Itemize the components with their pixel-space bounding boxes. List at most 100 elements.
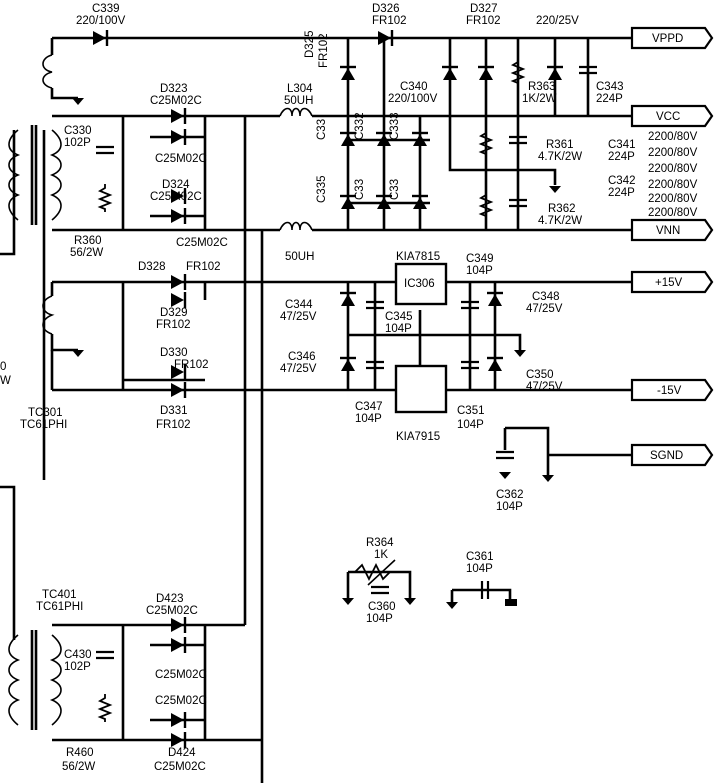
label-50uh: 50UH: [285, 251, 314, 263]
label-edge-0: 0: [0, 361, 6, 373]
label-edge-w: W: [0, 375, 11, 387]
label-r364-value: 1K: [374, 549, 388, 561]
ic306-box: [394, 262, 448, 306]
label-c330-value: 102P: [64, 137, 91, 149]
label-2200-80v-2: 2200/80V: [648, 147, 698, 159]
label-d328: D328: [138, 261, 166, 273]
inductor-l304: [279, 107, 313, 117]
label-d328-type: FR102: [186, 261, 221, 273]
grounds: [72, 98, 561, 609]
label-c347: C347: [355, 401, 383, 413]
label-kia7815: KIA7815: [396, 251, 440, 263]
label-c350: C350: [526, 369, 554, 381]
label-c362-value: 104P: [496, 501, 523, 513]
label-c361: C361: [466, 551, 494, 563]
label-c342-value: 224P: [608, 187, 635, 199]
label-d326: D326: [372, 3, 400, 15]
label-r363: R363: [528, 81, 556, 93]
label-r460-value: 56/2W: [62, 761, 95, 773]
label-c346-value: 47/25V: [280, 363, 317, 375]
label-c348-value: 47/25V: [526, 303, 563, 315]
label-c361-value: 104P: [466, 563, 493, 575]
label-c360-value: 104P: [366, 613, 393, 625]
label-c362: C362: [496, 489, 524, 501]
transformer-tc301: [8, 125, 62, 225]
label-c349-value: 104P: [466, 265, 493, 277]
label-c33a: C33: [316, 119, 328, 140]
label-c25m02c-c: C25M02C: [155, 669, 207, 681]
label-d331: D331: [160, 405, 188, 417]
label-r363-value: 1K/2W: [522, 93, 557, 105]
label-220-25v: 220/25V: [536, 15, 579, 27]
label-c344-value: 47/25V: [280, 311, 317, 323]
port-sgnd: SGND: [650, 450, 683, 462]
label-r364: R364: [366, 537, 394, 549]
label-tc401: TC401: [42, 589, 77, 601]
label-c339-value: 220/100V: [76, 15, 126, 27]
label-c33b: C33: [354, 179, 366, 200]
label-c348: C348: [532, 291, 560, 303]
label-2200-80v-6: 2200/80V: [648, 207, 698, 219]
label-c347-value: 104P: [355, 413, 382, 425]
label-2200-80v-5: 2200/80V: [648, 193, 698, 205]
label-d325-type: FR102: [318, 33, 330, 68]
label-c340: C340: [400, 81, 428, 93]
resistors: [99, 57, 524, 723]
label-c341: C341: [608, 139, 636, 151]
label-r360-value: 56/2W: [70, 247, 103, 259]
label-r361: R361: [546, 139, 574, 151]
port-vcc: VCC: [656, 111, 680, 123]
label-d323-type: C25M02C: [150, 95, 202, 107]
label-l304-value: 50UH: [284, 95, 313, 107]
label-c339: C339: [92, 3, 120, 15]
label-c330: C330: [64, 125, 92, 137]
label-d330-type: FR102: [174, 359, 209, 371]
label-r361-value: 4.7K/2W: [538, 151, 582, 163]
label-c430: C430: [64, 649, 92, 661]
label-d330: D330: [160, 347, 188, 359]
label-kia7915: KIA7915: [396, 431, 440, 443]
label-c345-value: 104P: [385, 323, 412, 335]
wiring: [0, 36, 632, 783]
label-2200-80v-4: 2200/80V: [648, 179, 698, 191]
label-r362-value: 4.7K/2W: [538, 215, 582, 227]
label-c343-value: 224P: [596, 93, 623, 105]
inductor-50uh: [279, 221, 313, 231]
label-r460: R460: [66, 747, 94, 759]
label-c25m02c-b: C25M02C: [176, 237, 228, 249]
label-c33c: C33: [389, 179, 401, 200]
label-l304: L304: [287, 83, 313, 95]
label-d327-type: FR102: [466, 15, 501, 27]
label-c335: C335: [316, 176, 328, 204]
label-tc401-type: TC61PHI: [36, 601, 83, 613]
label-c333: C333: [389, 113, 401, 141]
label-d329: D329: [160, 307, 188, 319]
label-d329-type: FR102: [156, 319, 191, 331]
label-d324: D324: [162, 179, 190, 191]
label-c342: C342: [608, 175, 636, 187]
label-c341-value: 224P: [608, 151, 635, 163]
label-d324-type: C25M02C: [150, 191, 202, 203]
label-tc301: TC301: [28, 407, 63, 419]
label-2200-80v-3: 2200/80V: [648, 163, 698, 175]
label-2200-80v-1: 2200/80V: [648, 131, 698, 143]
transformer-tc401: [8, 630, 62, 730]
label-c344: C344: [285, 299, 313, 311]
label-c25m02c-a: C25M02C: [155, 153, 207, 165]
label-d423-type: C25M02C: [146, 605, 198, 617]
label-c350-value: 47/25V: [526, 381, 563, 393]
kia7915-box: [394, 364, 448, 414]
label-d424: D424: [168, 747, 196, 759]
label-c351-value: 104P: [457, 419, 484, 431]
port-plus-15v: +15V: [655, 277, 683, 289]
label-r362: R362: [548, 203, 576, 215]
port-minus-15v: -15V: [657, 385, 682, 397]
label-c351: C351: [457, 405, 485, 417]
label-d325: D325: [304, 31, 316, 59]
label-c332: C332: [354, 113, 366, 141]
port-vnn: VNN: [656, 225, 680, 237]
label-d331-type: FR102: [156, 419, 191, 431]
label-c346: C346: [288, 351, 316, 363]
label-c343: C343: [596, 81, 624, 93]
